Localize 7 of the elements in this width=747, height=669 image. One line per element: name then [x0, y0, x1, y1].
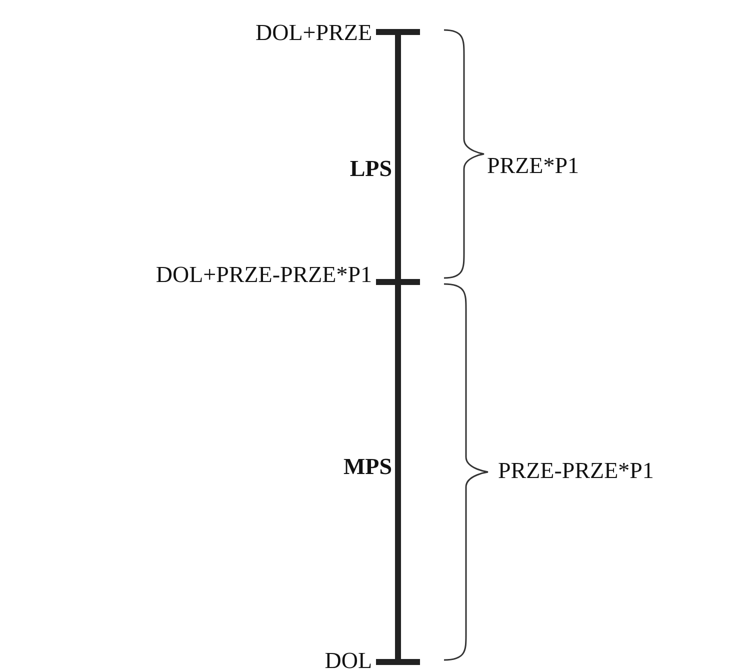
scale-value-label: DOL+PRZE-PRZE*P1: [156, 263, 372, 286]
range-label: MPS: [343, 455, 392, 478]
brace-label: PRZE-PRZE*P1: [498, 459, 654, 482]
scale-value-label: DOL+PRZE: [256, 21, 372, 44]
brace-label: PRZE*P1: [487, 154, 580, 177]
range-label: LPS: [350, 157, 392, 180]
scale-value-label: DOL: [324, 649, 372, 669]
